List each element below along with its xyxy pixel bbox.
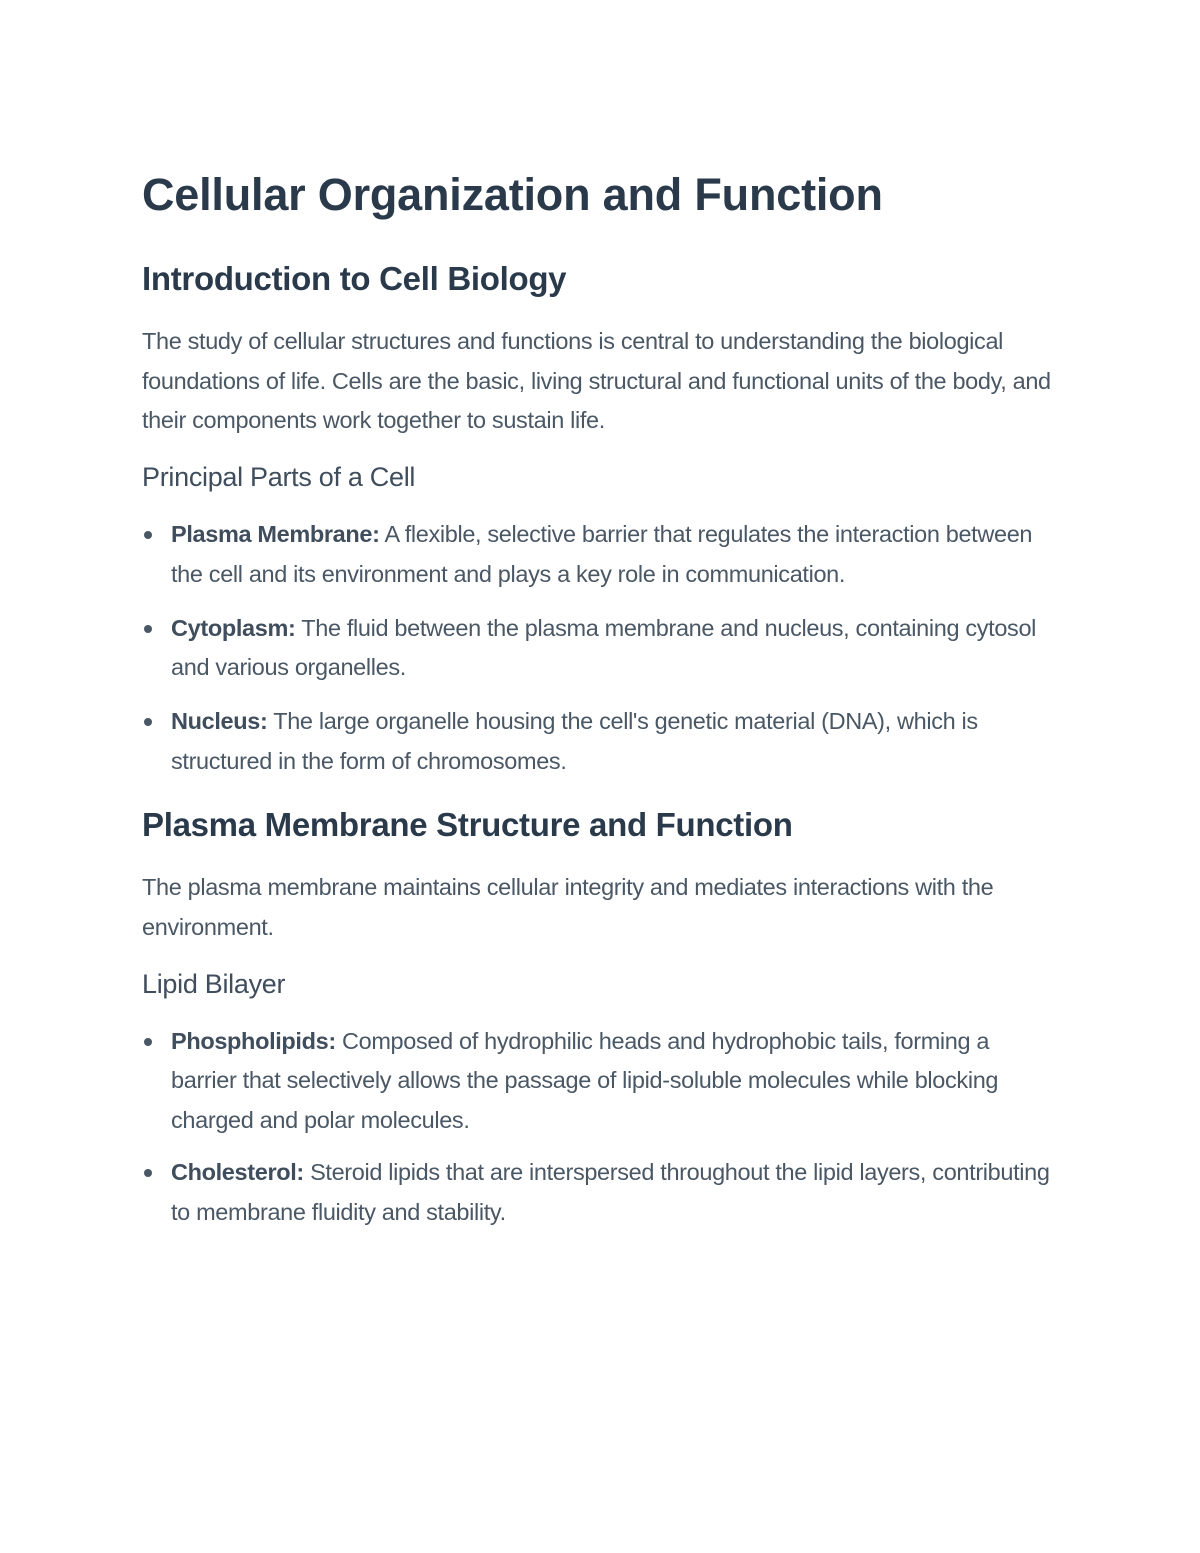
- list-item: Phospholipids: Composed of hydrophilic h…: [142, 1022, 1052, 1141]
- list-item-term: Phospholipids:: [171, 1027, 336, 1054]
- list-item-term: Nucleus:: [171, 707, 268, 734]
- section-intro-cell-biology: Introduction to Cell Biology The study o…: [142, 254, 1052, 781]
- list-item-term: Cholesterol:: [171, 1158, 304, 1185]
- list-item: Nucleus: The large organelle housing the…: [142, 702, 1052, 781]
- list-item: Cholesterol: Steroid lipids that are int…: [142, 1153, 1052, 1232]
- list-item-text: Steroid lipids that are interspersed thr…: [171, 1158, 1050, 1225]
- list-item: Cytoplasm: The fluid between the plasma …: [142, 609, 1052, 688]
- bullet-icon: [144, 1168, 152, 1177]
- subsection-heading: Principal Parts of a Cell: [142, 462, 416, 493]
- section-plasma-membrane: Plasma Membrane Structure and Function T…: [142, 800, 1052, 1232]
- bullet-icon: [144, 531, 152, 540]
- bullet-icon: [144, 1037, 152, 1046]
- bullet-icon: [144, 717, 152, 726]
- subsection-heading: Lipid Bilayer: [142, 968, 286, 999]
- list-item-text: Composed of hydrophilic heads and hydrop…: [171, 1027, 999, 1134]
- list-item-term: Cytoplasm:: [171, 614, 296, 641]
- bullet-list: Phospholipids: Composed of hydrophilic h…: [142, 1022, 1052, 1233]
- list-item-text: The large organelle housing the cell's g…: [171, 707, 978, 774]
- document-title: Cellular Organization and Function: [142, 169, 883, 220]
- list-item-term: Plasma Membrane:: [171, 521, 380, 548]
- section-paragraph: The study of cellular structures and fun…: [142, 328, 1051, 434]
- list-item-text: The fluid between the plasma membrane an…: [171, 614, 1037, 681]
- list-item: Plasma Membrane: A flexible, selective b…: [142, 515, 1052, 594]
- section-heading: Introduction to Cell Biology: [142, 260, 567, 297]
- document-page: Cellular Organization and Function Intro…: [142, 160, 1052, 1232]
- list-item-text: A flexible, selective barrier that regul…: [171, 521, 1033, 587]
- section-heading: Plasma Membrane Structure and Function: [142, 806, 793, 844]
- section-paragraph: The plasma membrane maintains cellular i…: [142, 874, 994, 941]
- bullet-icon: [144, 624, 152, 633]
- bullet-list: Plasma Membrane: A flexible, selective b…: [142, 515, 1052, 781]
